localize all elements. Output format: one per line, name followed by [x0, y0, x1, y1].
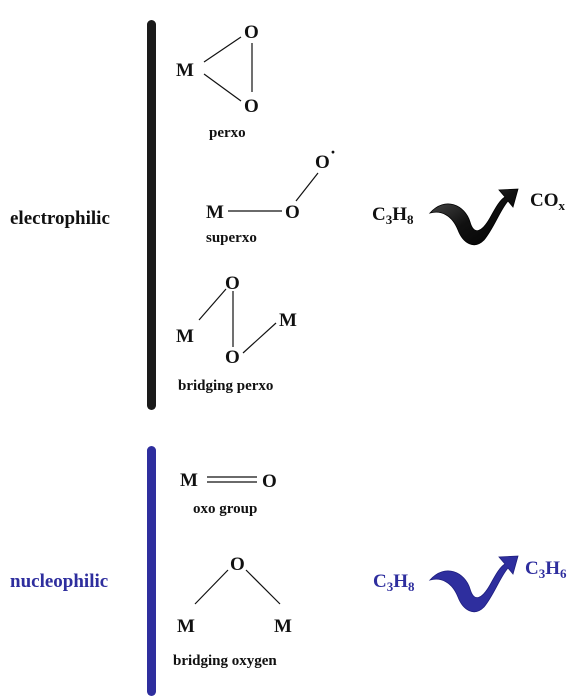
perxo-atom-m: M: [176, 60, 194, 81]
superxo-atom-m: M: [206, 202, 224, 223]
electrophilic-product: COx: [530, 190, 566, 213]
superxo-radical-dot: ·: [330, 142, 336, 162]
electrophilic-reactant: C3H8: [372, 204, 414, 227]
bridging-perxo-atom-m-right: M: [279, 310, 297, 331]
superxo-atom-o-radical: O: [315, 152, 330, 173]
perxo-atom-o-top: O: [244, 22, 259, 43]
bridging-perxo-caption: bridging perxo: [178, 378, 273, 394]
perxo-caption: perxo: [209, 125, 246, 141]
bridging-perxo-atom-o-top: O: [225, 273, 240, 294]
bridging-oxygen-atom-m-left: M: [177, 616, 195, 637]
perxo-structure: M O O perxo: [176, 22, 259, 141]
bridging-oxygen-caption: bridging oxygen: [173, 653, 277, 669]
bridging-perxo-structure: O M M O bridging perxo: [176, 273, 297, 394]
oxo-group-caption: oxo group: [193, 501, 257, 517]
nucleophilic-reaction: C3H8 C3H6: [373, 555, 567, 613]
bridging-oxygen-atom-m-right: M: [274, 616, 292, 637]
curved-arrow-nucleophilic: [428, 555, 519, 613]
oxo-group-atom-m: M: [180, 470, 198, 491]
nucleophilic-reactant: C3H8: [373, 571, 415, 594]
electrophilic-reaction: C3H8 COx: [372, 188, 566, 246]
superxo-structure: M O O · superxo: [206, 142, 336, 246]
bridging-perxo-atom-o-bottom: O: [225, 347, 240, 368]
electrophilic-bracket-bar: [147, 20, 156, 410]
oxo-group-atom-o: O: [262, 471, 277, 492]
curved-arrow-electrophilic: [428, 188, 519, 246]
bridging-oxygen-atom-o: O: [230, 554, 245, 575]
nucleophilic-bracket-bar: [147, 446, 156, 696]
perxo-atom-o-bottom: O: [244, 96, 259, 117]
superxo-atom-o: O: [285, 202, 300, 223]
nucleophilic-label: nucleophilic: [10, 571, 108, 592]
nucleophilic-product: C3H6: [525, 558, 567, 581]
electrophilic-label: electrophilic: [10, 208, 110, 229]
bridging-oxygen-structure: O M M bridging oxygen: [173, 554, 292, 669]
superxo-caption: superxo: [206, 230, 257, 246]
bridging-perxo-atom-m-left: M: [176, 326, 194, 347]
oxo-group-structure: M O oxo group: [180, 470, 277, 517]
